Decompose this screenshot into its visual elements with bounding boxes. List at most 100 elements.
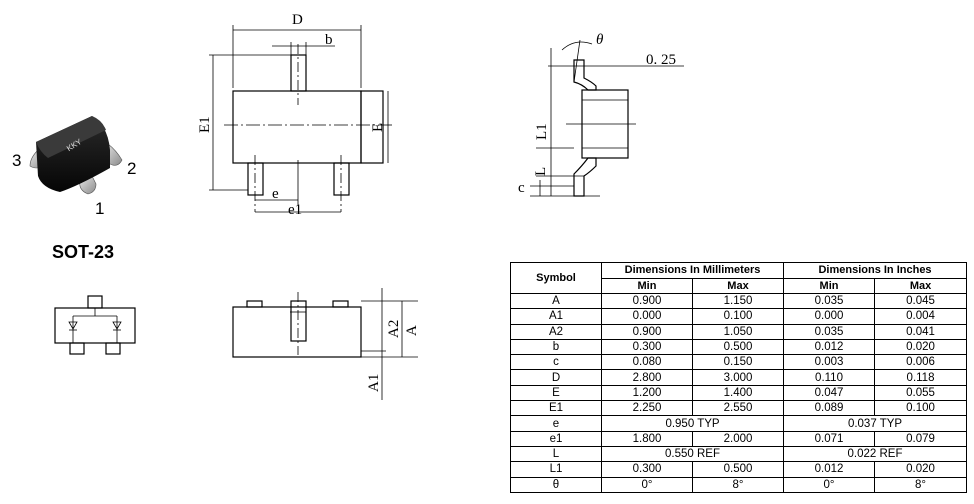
table-cell-in-max: 8° xyxy=(874,476,968,493)
header-mm-min: Min xyxy=(601,277,693,294)
pin-label-2: 2 xyxy=(127,159,136,178)
table-cell-symbol: E xyxy=(510,384,602,402)
table-cell-mm-min: 0.300 xyxy=(601,338,693,356)
table-cell-mm-max: 2.000 xyxy=(691,430,785,447)
table-cell-mm-max: 0.150 xyxy=(691,354,785,371)
label-b: b xyxy=(325,32,333,48)
table-cell-mm-max: 0.500 xyxy=(691,461,785,478)
label-L: L xyxy=(533,167,549,176)
table-cell-symbol: L xyxy=(510,445,602,463)
table-cell-in-min: 0.000 xyxy=(783,308,876,325)
side-view-right xyxy=(530,39,684,197)
table-cell-mm-span: 0.950 TYP xyxy=(600,415,785,432)
header-in-min: Min xyxy=(783,277,876,294)
table-cell-symbol: A1 xyxy=(510,308,602,325)
label-D: D xyxy=(292,12,303,28)
table-cell-mm-min: 1.800 xyxy=(601,430,693,447)
label-L1: L1 xyxy=(534,123,550,140)
table-cell-symbol: D xyxy=(510,369,602,386)
table-cell-in-min: 0.035 xyxy=(783,323,876,340)
pin-schematic xyxy=(54,295,136,355)
label-0-25: 0. 25 xyxy=(646,52,676,68)
table-cell-mm-min: 2.250 xyxy=(601,400,693,417)
package-label: SOT-23 xyxy=(52,242,114,262)
header-millimeters: Dimensions In Millimeters xyxy=(600,262,785,279)
table-cell-mm-max: 1.400 xyxy=(691,384,785,402)
label-A2: A2 xyxy=(386,320,402,338)
table-cell-in-min: 0.003 xyxy=(783,354,876,371)
table-cell-in-span: 0.037 TYP xyxy=(783,415,968,432)
table-cell-in-span: 0.022 REF xyxy=(783,445,968,463)
pin-label-3: 3 xyxy=(12,151,21,170)
dimensions-table: Symbol Dimensions In Millimeters Dimensi… xyxy=(510,262,968,493)
table-cell-in-max: 0.006 xyxy=(874,354,968,371)
header-mm-max: Max xyxy=(691,277,785,294)
table-cell-in-max: 0.041 xyxy=(874,323,968,340)
table-cell-symbol: θ xyxy=(510,476,602,493)
table-cell-mm-max: 1.150 xyxy=(691,292,785,310)
table-cell-in-max: 0.020 xyxy=(874,461,968,478)
table-cell-in-max: 0.055 xyxy=(874,384,968,402)
table-cell-in-max: 0.020 xyxy=(874,338,968,356)
table-cell-symbol: b xyxy=(510,338,602,356)
table-cell-in-max: 0.079 xyxy=(874,430,968,447)
table-cell-in-max: 0.118 xyxy=(874,369,968,386)
header-inches: Dimensions In Inches xyxy=(783,262,968,279)
table-cell-mm-max: 0.100 xyxy=(691,308,785,325)
table-cell-mm-min: 0.900 xyxy=(601,292,693,310)
table-cell-in-min: 0.071 xyxy=(783,430,876,447)
table-cell-in-min: 0.012 xyxy=(783,338,876,356)
table-cell-symbol: L1 xyxy=(510,461,602,478)
table-cell-in-max: 0.045 xyxy=(874,292,968,310)
table-cell-mm-max: 1.050 xyxy=(691,323,785,340)
header-symbol: Symbol xyxy=(510,262,602,294)
table-cell-in-min: 0.035 xyxy=(783,292,876,310)
label-A: A xyxy=(404,325,420,336)
top-view xyxy=(209,25,392,213)
table-cell-mm-span: 0.550 REF xyxy=(600,445,785,463)
label-E1: E1 xyxy=(197,116,213,133)
label-E: E xyxy=(370,123,386,132)
table-cell-mm-min: 0.900 xyxy=(601,323,693,340)
table-cell-in-min: 0° xyxy=(783,476,876,493)
pin-label-1: 1 xyxy=(95,199,104,218)
table-cell-mm-min: 0.080 xyxy=(601,354,693,371)
table-cell-symbol: e1 xyxy=(510,430,602,447)
table-cell-mm-min: 0.300 xyxy=(601,461,693,478)
table-cell-in-min: 0.089 xyxy=(783,400,876,417)
table-cell-mm-max: 0.500 xyxy=(691,338,785,356)
table-cell-mm-min: 2.800 xyxy=(601,369,693,386)
label-A1: A1 xyxy=(366,374,382,392)
table-cell-symbol: A2 xyxy=(510,323,602,340)
header-in-max: Max xyxy=(874,277,968,294)
label-c: c xyxy=(518,180,525,196)
label-e1: e1 xyxy=(288,202,302,218)
table-cell-in-min: 0.047 xyxy=(783,384,876,402)
table-cell-mm-max: 3.000 xyxy=(691,369,785,386)
table-cell-mm-max: 8° xyxy=(691,476,785,493)
label-theta: θ xyxy=(596,32,604,48)
front-view xyxy=(232,288,418,400)
table-cell-symbol: e xyxy=(510,415,602,432)
table-cell-symbol: E1 xyxy=(510,400,602,417)
table-cell-symbol: c xyxy=(510,354,602,371)
table-cell-in-min: 0.110 xyxy=(783,369,876,386)
table-cell-mm-min: 0° xyxy=(601,476,693,493)
table-cell-mm-max: 2.550 xyxy=(691,400,785,417)
table-cell-in-min: 0.012 xyxy=(783,461,876,478)
label-e: e xyxy=(272,186,279,202)
table-cell-symbol: A xyxy=(510,292,602,310)
